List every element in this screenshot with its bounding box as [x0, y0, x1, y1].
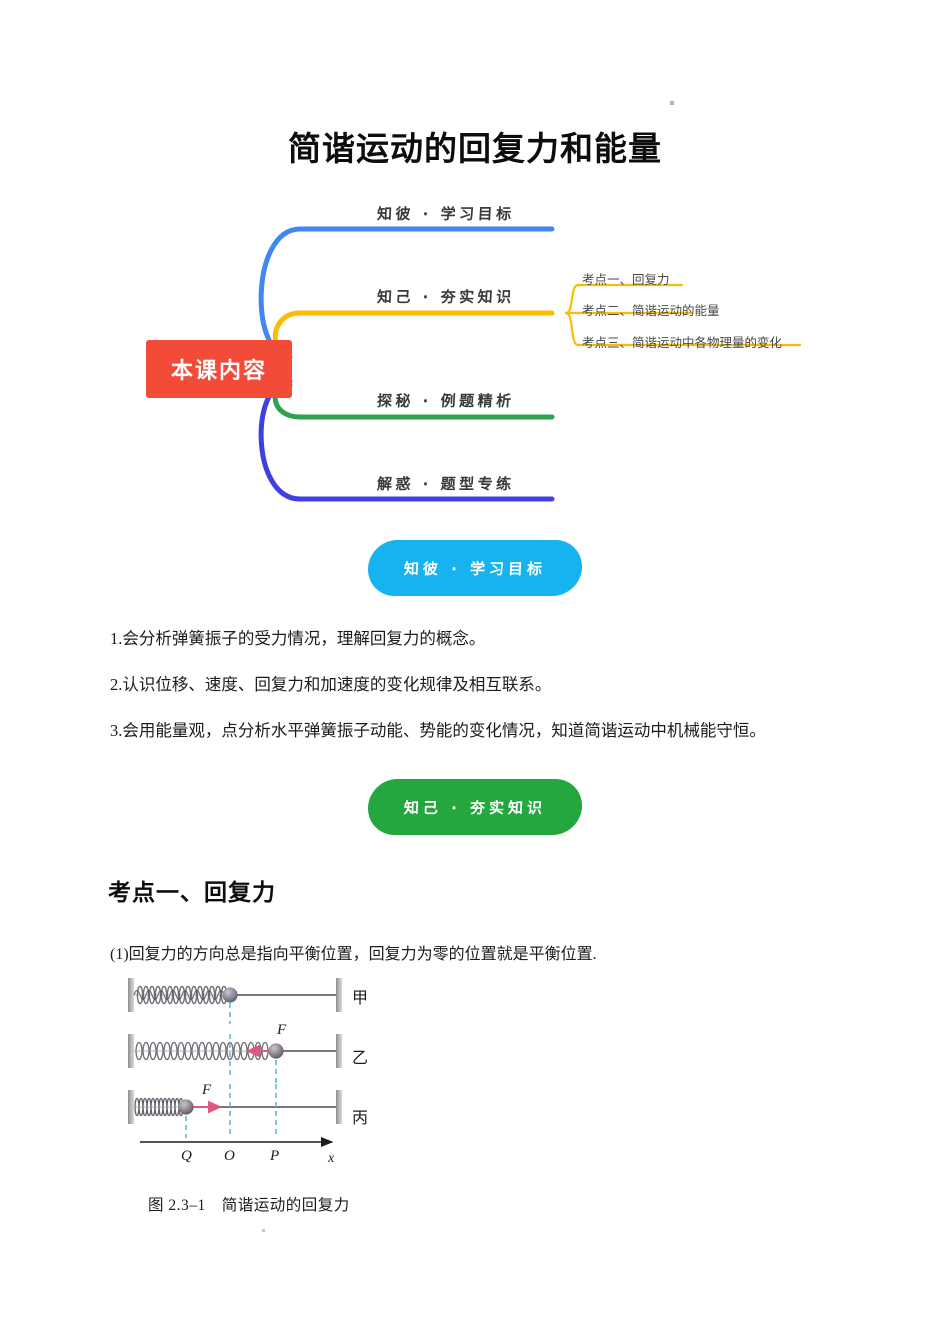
page-title: 简谐运动的回复力和能量: [288, 130, 662, 167]
section-heading-kaodian-one: 考点一、回复力: [108, 879, 276, 905]
figure-row-label-bing: 丙: [352, 1110, 369, 1127]
mindmap-branch-4[interactable]: 解惑 · 题型专练: [376, 475, 516, 493]
axis-name-x: x: [327, 1151, 335, 1166]
objectives-badge: 知彼 · 学习目标: [366, 540, 584, 596]
mindmap-subitem-1[interactable]: 考点一、回复力: [582, 273, 670, 287]
figure-footer-artifact-dot: [262, 1229, 265, 1232]
axis-label-Q: Q: [181, 1148, 192, 1164]
figure-row-label-jia: 甲: [352, 990, 369, 1007]
axis-label-O: O: [224, 1148, 235, 1164]
mindmap-branch-2[interactable]: 知己 · 夯实知识: [376, 288, 516, 306]
header-artifact-dot: [670, 101, 674, 105]
axis-label-P: P: [269, 1148, 279, 1164]
mindmap-branch-1[interactable]: 知彼 · 学习目标: [376, 205, 516, 223]
objective-item-1: 1.会分析弹簧振子的受力情况，理解回复力的概念。: [110, 629, 486, 648]
mindmap-branch-3[interactable]: 探秘 · 例题精析: [376, 392, 516, 410]
paragraph-kaodian-one: (1)回复力的方向总是指向平衡位置，回复力为零的位置就是平衡位置.: [110, 946, 597, 963]
force-label-yi: F: [276, 1022, 287, 1038]
knowledge-badge: 知己 · 夯实知识: [366, 779, 584, 835]
mindmap: 本课内容 知彼 · 学习目标 知己 · 夯实知识 探秘 · 例题精析 解惑 · …: [100, 185, 850, 515]
force-label-bing: F: [201, 1082, 212, 1098]
physics-figure-spring-oscillator: F F Q O P: [120, 972, 420, 1172]
figure-row-label-yi: 乙: [352, 1050, 369, 1067]
figure-graphic: F F Q O P: [128, 978, 342, 1166]
objective-item-2: 2.认识位移、速度、回复力和加速度的变化规律及相互联系。: [110, 675, 552, 694]
mindmap-subitem-2[interactable]: 考点二、简谐运动的能量: [582, 304, 720, 318]
objective-item-3: 3.会用能量观，点分析水平弹簧振子动能、势能的变化情况，知道简谐运动中机械能守恒…: [110, 721, 766, 740]
figure-caption: 图 2.3–1 简谐运动的回复力: [148, 1197, 350, 1214]
mindmap-center-node[interactable]: 本课内容: [146, 340, 292, 398]
mindmap-subitem-3[interactable]: 考点三、简谐运动中各物理量的变化: [582, 336, 783, 350]
